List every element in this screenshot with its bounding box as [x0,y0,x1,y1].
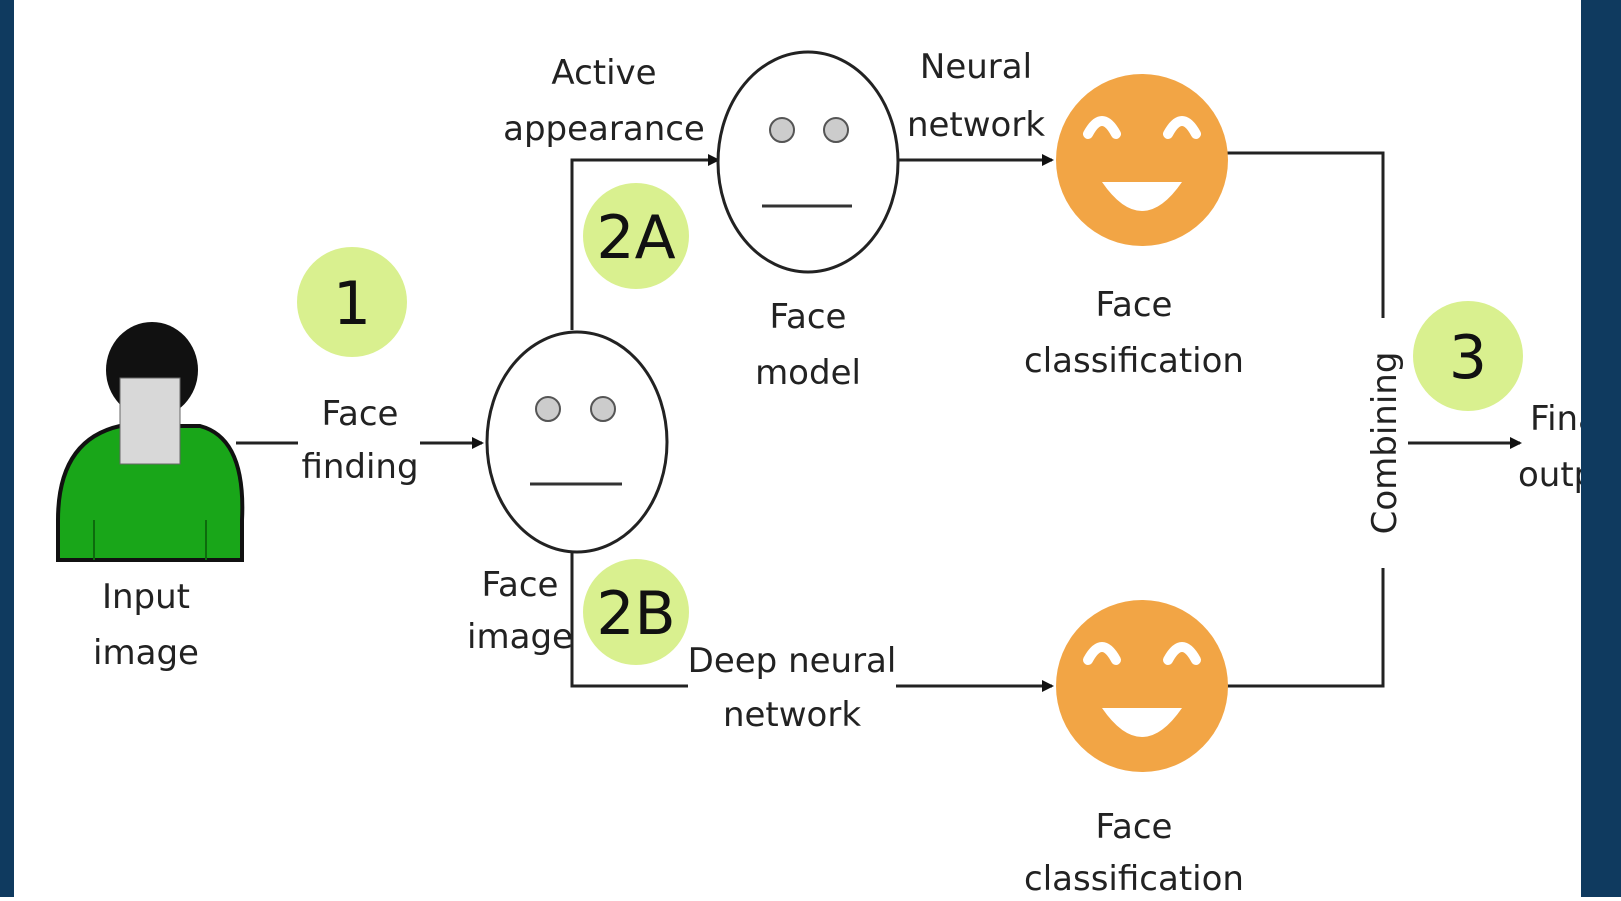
active-appearance-label-line2: appearance [503,109,705,149]
deep-label-background [692,640,896,732]
face-to-model-arrow [570,154,720,330]
face-image-label-line1: Face [482,565,559,605]
step-2a-badge: 2A [583,183,689,289]
class-top-to-combine-line [1225,151,1385,320]
face-model-label-line2: model [755,353,861,393]
neural-network-label-line2: network [907,105,1045,145]
face-classification-bottom-label-line2: classification [1024,859,1244,897]
deep-neural-network-label-line1: Deep neural [688,641,897,681]
face-image-icon [485,330,669,554]
face-finding-label-line1: Face [322,394,399,434]
face-model-icon [716,50,900,274]
deep-neural-network-label-line2: network [723,695,861,735]
face-finding-label-line2: finding [301,447,418,487]
neural-network-label-line1: Neural [920,47,1032,87]
class-bottom-to-combine-line [1225,566,1385,688]
step-2b-badge: 2B [583,559,689,665]
step-2b-badge-text: 2B [596,579,675,649]
step-2a-badge-text: 2A [596,203,675,273]
frame-border-right [1581,0,1621,897]
combining-label: Combining [1365,352,1405,535]
input-image-label-line1: Input [102,577,190,617]
input-image-label-line2: image [93,633,199,673]
face-to-deep-line [570,552,688,688]
labels: Input image Face finding Face image Acti… [93,47,1621,899]
active-appearance-label-line1: Active [551,53,656,93]
combining-label-background [1363,318,1403,568]
face-classification-top-label-line2: classification [1024,341,1244,381]
step-3-badge-text: 3 [1449,323,1487,393]
face-classification-bottom-label-line1: Face [1096,807,1173,847]
step-1-badge: 1 [297,247,407,357]
face-classification-top-label-line1: Face [1096,285,1173,325]
connector-lines [236,151,1522,692]
face-model-label-line1: Face [770,297,847,337]
smiley-top-icon [1056,74,1228,246]
step-3-badge: 3 [1413,301,1523,411]
person-icon [56,322,245,562]
step-1-badge-text: 1 [333,269,371,339]
frame-border-left [0,0,14,897]
smiley-bottom-icon [1056,600,1228,772]
person-face [119,377,181,465]
face-image-label-line2: image [467,617,573,657]
